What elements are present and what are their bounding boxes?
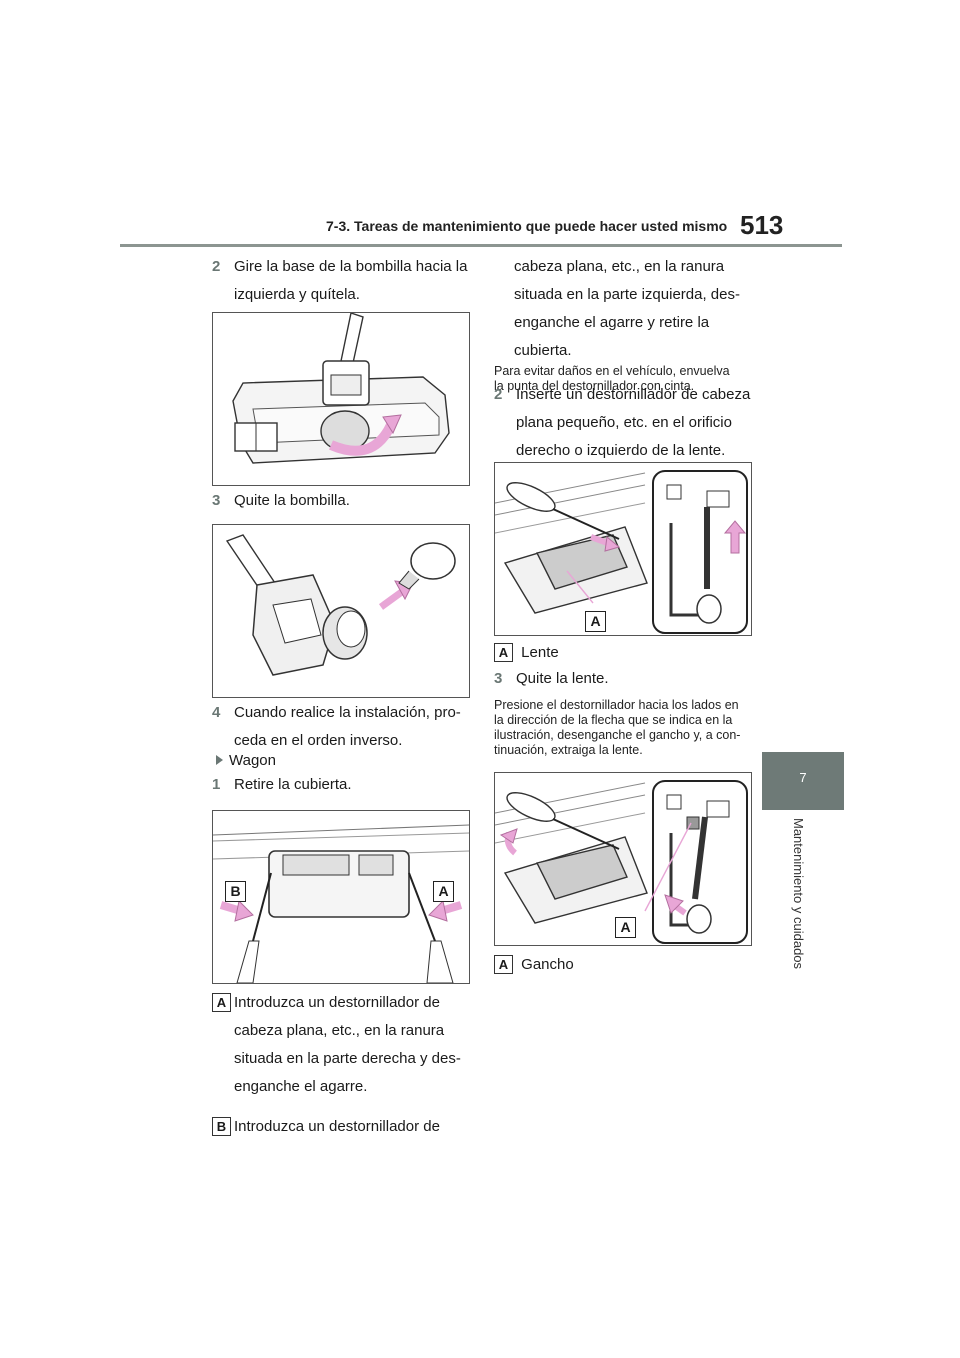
- figure-label-b: B: [225, 881, 246, 902]
- step-text: Retire la cubierta.: [234, 776, 352, 793]
- step-text-line1: Cuando realice la instalación, pro-: [234, 704, 461, 721]
- label-b-line1: Introduzca un destornillador de: [234, 1118, 440, 1135]
- continued-line3: enganche el agarre y retire la: [514, 314, 710, 331]
- step-3-left: 3 Quite la bombilla.: [212, 490, 472, 512]
- step-number: 2: [212, 258, 221, 275]
- label-a-box: A: [212, 993, 231, 1012]
- note-line1: Para evitar daños en el vehículo, envuel…: [494, 364, 730, 378]
- figure-bulb-base: [212, 312, 470, 486]
- label-b-description: B Introduzca un destornillador de: [212, 1116, 472, 1138]
- step-number: 2: [494, 386, 503, 403]
- label-a-description: A Introduzca un destornillador de cabeza…: [212, 992, 472, 1095]
- step-number: 3: [212, 492, 221, 509]
- continued-line4: cubierta.: [514, 342, 572, 359]
- figure-hook: A: [494, 772, 752, 946]
- caption-lens-box: A: [494, 643, 513, 662]
- figure-label-a: A: [615, 917, 636, 938]
- note-hook: Presione el destornillador hacia los lad…: [494, 698, 764, 758]
- caption-hook: A Gancho: [494, 954, 754, 976]
- label-b-box: B: [212, 1117, 231, 1136]
- figure-lens-screwdriver: A: [494, 462, 752, 636]
- continued-line1: cabeza plana, etc., en la ranura: [514, 258, 725, 275]
- step-text: Quite la bombilla.: [234, 492, 350, 509]
- label-a-line2: cabeza plana, etc., en la ranura: [234, 1022, 445, 1039]
- label-a-line3: situada en la parte derecha y des-: [234, 1050, 461, 1067]
- step-line2: plana pequeño, etc. en el orificio: [516, 414, 732, 431]
- caption-hook-text: Gancho: [521, 956, 574, 973]
- note-tape: Para evitar daños en el vehículo, envuel…: [494, 364, 764, 394]
- step-line1: Inserte un destornillador de cabeza: [516, 386, 751, 403]
- page-number: 513: [740, 210, 784, 240]
- step-number: 4: [212, 704, 221, 721]
- note2-line3: ilustración, desenganche el gancho y, a …: [494, 728, 741, 742]
- step-text-line2: ceda en el orden inverso.: [234, 732, 403, 749]
- step-line3: derecho o izquierdo de la lente.: [516, 442, 726, 459]
- caption-hook-box: A: [494, 955, 513, 974]
- figure-label-a: A: [585, 611, 606, 632]
- wagon-heading: Wagon: [216, 750, 276, 772]
- caption-lens-text: Lente: [521, 644, 559, 661]
- note2-line1: Presione el destornillador hacia los lad…: [494, 698, 739, 712]
- step-2-right: 2 Inserte un destornillador de cabeza pl…: [494, 384, 764, 459]
- note2-line2: la dirección de la flecha que se indica …: [494, 713, 733, 727]
- label-b-continued: cabeza plana, etc., en la ranura situada…: [514, 256, 774, 368]
- triangle-bullet-icon: [216, 755, 223, 765]
- label-a-line4: enganche el agarre.: [234, 1078, 368, 1095]
- step-text: Quite la lente.: [516, 670, 609, 687]
- wagon-heading-text: Wagon: [229, 752, 276, 769]
- step-4-left: 4 Cuando realice la instalación, pro- ce…: [212, 702, 472, 749]
- figure-remove-bulb: [212, 524, 470, 698]
- figure-remove-cover: B A: [212, 810, 470, 984]
- step-number: 1: [212, 776, 221, 793]
- label-a-line1: Introduzca un destornillador de: [234, 994, 440, 1011]
- step-text-line1: Gire la base de la bombilla hacia la: [234, 258, 468, 275]
- step-number: 3: [494, 670, 503, 687]
- step-text-line2: izquierda y quítela.: [234, 286, 360, 303]
- note2-line4: tinuación, extraiga la lente.: [494, 743, 643, 757]
- header-divider: [120, 244, 842, 247]
- step-3-right: 3 Quite la lente.: [494, 668, 754, 690]
- chapter-label: Mantenimiento y cuidados: [791, 818, 806, 970]
- chapter-tab[interactable]: [762, 752, 844, 810]
- chapter-number: 7: [799, 770, 807, 785]
- continued-line2: situada en la parte izquierda, des-: [514, 286, 740, 303]
- caption-lens: A Lente: [494, 642, 754, 664]
- step-1-wagon: 1 Retire la cubierta.: [212, 774, 472, 796]
- step-2-left: 2 Gire la base de la bombilla hacia la i…: [212, 256, 472, 303]
- figure-label-a: A: [433, 881, 454, 902]
- note-line2: la punta del destornillador con cinta.: [494, 379, 695, 393]
- section-title: 7-3. Tareas de mantenimiento que puede h…: [326, 218, 728, 234]
